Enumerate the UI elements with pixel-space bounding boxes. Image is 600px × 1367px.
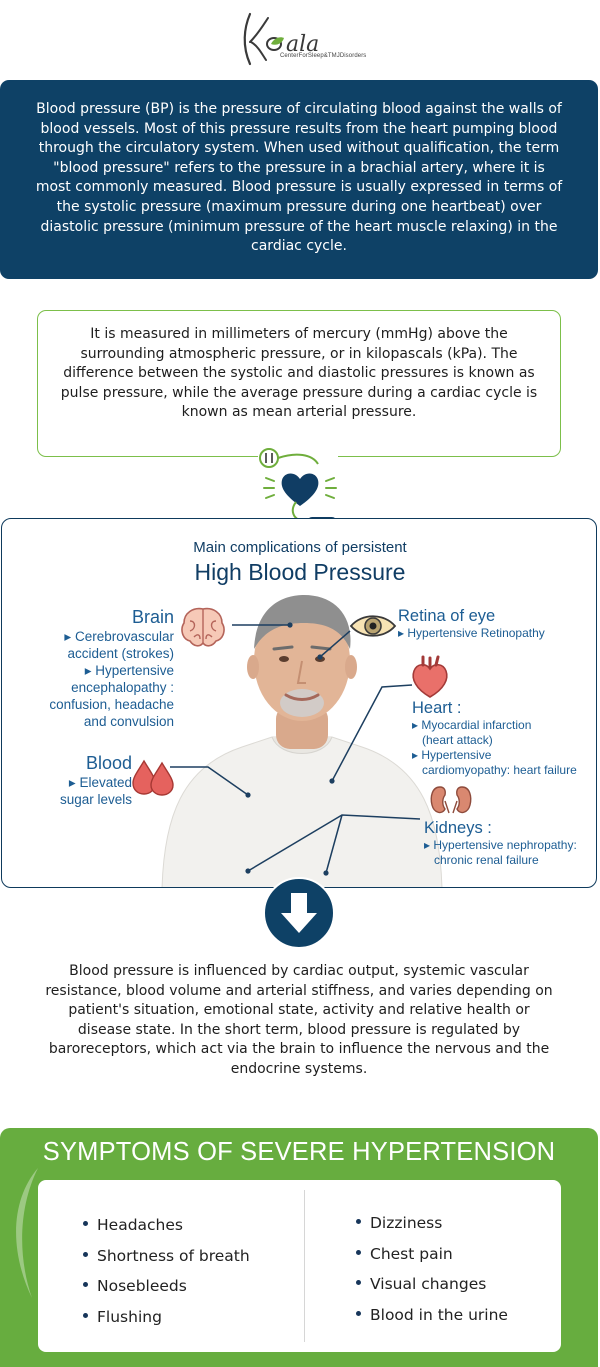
- symptoms-card: Headaches Shortness of breath Nosebleeds…: [38, 1180, 561, 1352]
- symptoms-panel: SYMPTOMS OF SEVERE HYPERTENSION Headache…: [0, 1128, 598, 1367]
- brain-item: ▸ Hypertensive: [84, 663, 174, 678]
- list-item: Shortness of breath: [83, 1241, 250, 1272]
- list-item: Headaches: [83, 1210, 250, 1241]
- kidneys-icon: [430, 786, 472, 814]
- stethoscope-icon: [259, 448, 319, 468]
- list-item: Flushing: [83, 1302, 250, 1333]
- logo-leaf-icon: ala: [243, 12, 319, 66]
- heart-item: ▸ Myocardial infarction: [412, 718, 532, 732]
- bullet-icon: [83, 1313, 88, 1319]
- heart-icon: [281, 473, 319, 506]
- symptoms-title: SYMPTOMS OF SEVERE HYPERTENSION: [42, 1138, 556, 1166]
- logo-tagline: CenterForSleep&TMJDisorders: [280, 53, 367, 59]
- bullet-icon: [356, 1219, 361, 1224]
- symptoms-list-right: Dizziness Chest pain Visual changes Bloo…: [356, 1208, 508, 1331]
- symptom-label: Headaches: [97, 1216, 183, 1234]
- bullet-icon: [356, 1249, 361, 1255]
- bullet-icon: [356, 1311, 361, 1317]
- symptom-label: Chest pain: [370, 1244, 453, 1263]
- retina-label: Retina of eye ▸ Hypertensive Retinopathy: [398, 607, 588, 641]
- list-item: Dizziness: [356, 1208, 508, 1239]
- symptoms-divider: [304, 1190, 305, 1342]
- list-item: Blood in the urine: [356, 1300, 508, 1331]
- measured-panel: It is measured in millimeters of mercury…: [37, 310, 561, 457]
- intro-panel: Blood pressure (BP) is the pressure of c…: [0, 80, 598, 279]
- complications-subtitle: Main complications of persistent: [193, 539, 407, 556]
- heart-item: ▸ Hypertensive: [412, 748, 492, 762]
- kidneys-item: ▸ Hypertensive nephropathy:: [424, 838, 577, 852]
- heart-item: cardiomyopathy: heart failure: [422, 763, 577, 777]
- blood-label: Blood ▸ Elevated sugar levels: [22, 753, 132, 808]
- retina-item: ▸ Hypertensive Retinopathy: [398, 626, 545, 640]
- brain-label: Brain ▸ Cerebrovascular accident (stroke…: [26, 607, 174, 730]
- complications-panel: Main complications of persistent High Bl…: [1, 518, 597, 888]
- list-item: Visual changes: [356, 1269, 508, 1300]
- influence-text: Blood pressure is influenced by cardiac …: [45, 963, 553, 1077]
- heart-heading: Heart :: [412, 699, 462, 717]
- measured-text: It is measured in millimeters of mercury…: [60, 326, 538, 421]
- svg-text:ala: ala: [286, 32, 319, 57]
- bullet-icon: [356, 1280, 361, 1286]
- brain-item: accident (strokes): [67, 646, 174, 661]
- symptom-label: Blood in the urine: [370, 1306, 508, 1325]
- kidneys-label: Kidneys : ▸ Hypertensive nephropathy: ch…: [424, 819, 596, 868]
- heart-label: Heart : ▸ Myocardial infarction (heart a…: [412, 699, 596, 778]
- brain-icon: [181, 607, 225, 647]
- symptom-label: Flushing: [97, 1308, 162, 1327]
- bullet-icon: [83, 1221, 88, 1226]
- symptoms-list-left: Headaches Shortness of breath Nosebleeds…: [83, 1210, 250, 1333]
- bullet-icon: [83, 1251, 88, 1257]
- down-arrow-icon: [263, 877, 335, 949]
- heart-item: (heart attack): [422, 733, 493, 747]
- symptom-label: Dizziness: [370, 1214, 443, 1232]
- blood-heading: Blood: [85, 753, 132, 773]
- bullet-icon: [83, 1282, 88, 1288]
- symptom-label: Nosebleeds: [97, 1277, 187, 1296]
- list-item: Nosebleeds: [83, 1271, 250, 1302]
- retina-heading: Retina of eye: [398, 607, 496, 625]
- brain-item: and convulsion: [83, 714, 174, 729]
- blood-drops-icon: [132, 759, 174, 796]
- symptom-label: Visual changes: [370, 1275, 487, 1294]
- brand-logo: ala CenterForSleep&TMJDisorders: [236, 8, 366, 70]
- influence-panel: Blood pressure is influenced by cardiac …: [40, 962, 558, 1080]
- complications-title: High Blood Pressure: [194, 559, 406, 585]
- list-item: Chest pain: [356, 1239, 508, 1270]
- brain-item: encephalopathy :: [71, 680, 174, 695]
- eye-icon: [349, 615, 397, 637]
- symptom-label: Shortness of breath: [97, 1246, 250, 1265]
- intro-text: Blood pressure (BP) is the pressure of c…: [35, 101, 563, 255]
- brain-item: confusion, headache: [49, 697, 174, 712]
- kidneys-item: chronic renal failure: [434, 853, 539, 867]
- heart-organ-icon: [412, 655, 448, 698]
- brain-item: ▸ Cerebrovascular: [64, 629, 174, 644]
- kidneys-heading: Kidneys :: [424, 819, 492, 837]
- blood-item: sugar levels: [59, 792, 132, 807]
- leaf-icon: [16, 1168, 38, 1298]
- brain-heading: Brain: [131, 607, 174, 627]
- blood-item: ▸ Elevated: [68, 775, 132, 790]
